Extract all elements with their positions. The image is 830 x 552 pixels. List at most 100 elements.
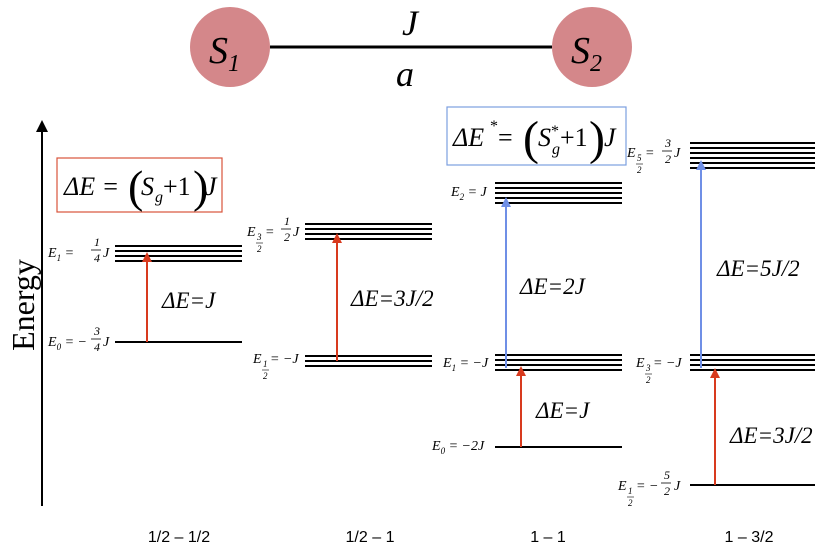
level-e-half-band [305,355,432,367]
svg-text:+1: +1 [163,172,191,201]
svg-text:4: 4 [94,340,100,354]
svg-text:E1 = −J: E1 = −J [442,356,489,373]
svg-text:=: = [265,225,274,240]
svg-text:1: 1 [263,359,268,369]
svg-text:2: 2 [646,375,651,385]
level-e1-label: E1 = 1 4 J [47,235,110,265]
level-e-three-halves-label: E 3 2 = −J [635,356,682,385]
svg-text:): ) [589,112,605,165]
spin-node-s1 [190,7,270,87]
svg-text:3: 3 [645,363,651,373]
svg-text:J: J [674,479,681,494]
energy-axis-label: Energy [5,259,41,351]
delta-label: ΔE=J [161,288,217,313]
svg-text:J: J [293,225,300,240]
delta-label: ΔE=3J/2 [350,286,434,311]
svg-text:E1 =: E1 = [47,246,74,263]
level-e-three-halves-label: E 3 2 = 1 2 J [246,214,300,254]
level-e-five-halves-label: E 5 2 = 3 2 J [626,136,681,175]
svg-text:E2 = J: E2 = J [450,185,488,202]
level-e1-band [115,245,242,262]
svg-text:E0 = −2J: E0 = −2J [431,439,485,456]
spin-node-s1-label: S1 [209,30,240,77]
column-label: 1/2 – 1 [346,529,395,546]
formula-blue: ΔE * = ( S * g +1 ) J [452,112,617,165]
svg-text:=: = [645,146,654,161]
level-e1-band [495,354,622,371]
formula-box-blue [446,106,627,166]
svg-text:2: 2 [628,498,633,508]
svg-text:1: 1 [628,486,633,496]
spin-node-s2 [552,7,632,87]
svg-text:=: = [498,123,513,152]
column-4: ΔE=5J/2 ΔE=3J/2 E 5 2 = 3 2 J E 3 2 = −J… [617,136,815,546]
level-e2-label: E2 = J [450,185,488,202]
svg-text:J: J [604,123,617,152]
svg-text:2: 2 [664,484,670,498]
spin-node-s2-label: S2 [571,30,602,77]
svg-text:3: 3 [664,136,671,150]
level-e2-band [495,182,622,204]
level-e0-label: E0 = − 3 4 J [47,324,110,354]
svg-text:*: * [551,123,559,140]
svg-text:E: E [252,352,262,367]
level-e-three-halves-band [305,223,432,240]
formula-box-red [56,157,223,213]
svg-text:4: 4 [94,251,100,265]
distance-label: a [396,54,414,94]
svg-text:g: g [552,141,560,158]
delta-label-upper: ΔE=2J [519,274,587,299]
level-e-three-halves-band [690,354,815,371]
level-e-half-label: E 1 2 = − 5 2 J [617,468,681,508]
svg-text:E: E [617,479,627,494]
column-label: 1 – 1 [530,529,566,546]
delta-label-lower: ΔE=3J/2 [729,423,813,448]
svg-text:J: J [103,246,110,261]
svg-text:3: 3 [93,324,100,338]
svg-text:*: * [490,118,498,135]
svg-text:ΔE =: ΔE = [63,172,119,201]
svg-text:J: J [103,335,110,350]
svg-text:J: J [674,146,681,161]
column-1: ΔE=J E1 = 1 4 J E0 = − 3 4 J 1/2 – 1/2 [47,235,242,546]
svg-text:1: 1 [284,214,290,228]
svg-text:E: E [246,225,256,240]
delta-label-lower: ΔE=J [535,398,591,423]
svg-text:E: E [626,146,636,161]
svg-text:2: 2 [665,152,671,166]
svg-text:(: ( [128,161,143,212]
column-3: ΔE=2J ΔE=J E2 = J E1 = −J E0 = −2J 1 – 1 [431,182,622,546]
svg-text:= −J: = −J [653,356,682,371]
svg-text:= −J: = −J [270,352,299,367]
level-e0-label: E0 = −2J [431,439,485,456]
svg-text:3: 3 [256,232,262,242]
svg-text:E: E [635,356,645,371]
column-label: 1 – 3/2 [725,529,774,546]
svg-text:ΔE: ΔE [452,123,484,152]
svg-text:+1: +1 [560,123,588,152]
column-2: ΔE=3J/2 E 3 2 = 1 2 J E 1 2 = −J 1/2 – 1 [246,214,434,546]
svg-text:2: 2 [263,371,268,381]
level-e-half-label: E 1 2 = −J [252,352,299,381]
svg-text:E0 = −: E0 = − [47,335,87,352]
coupling-label: J [402,3,420,43]
svg-text:2: 2 [257,244,262,254]
svg-text:= −: = − [636,479,658,494]
level-e1-label: E1 = −J [442,356,489,373]
svg-text:2: 2 [284,230,290,244]
column-label: 1/2 – 1/2 [148,529,210,546]
svg-text:5: 5 [664,468,670,482]
svg-text:2: 2 [637,165,642,175]
formula-red: ΔE = ( S g +1 ) J [63,161,218,212]
svg-text:J: J [205,172,218,201]
delta-label-upper: ΔE=5J/2 [716,256,800,281]
svg-text:S: S [141,172,154,201]
svg-text:): ) [193,161,208,212]
svg-text:5: 5 [637,153,642,163]
svg-text:g: g [155,189,163,206]
svg-text:1: 1 [94,235,100,249]
svg-text:(: ( [523,112,539,165]
svg-text:S: S [538,123,551,152]
level-e-five-halves-band [690,142,815,169]
